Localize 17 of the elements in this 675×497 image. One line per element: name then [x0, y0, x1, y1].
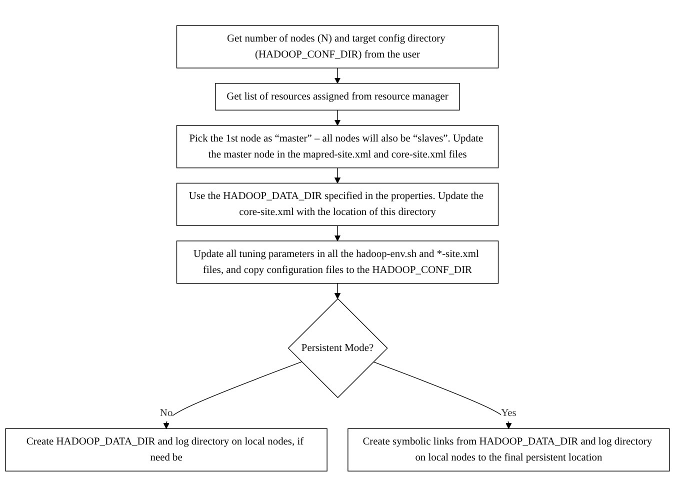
node-box: Get list of resources assigned from resource manager: [215, 83, 460, 111]
edge-label: Yes: [501, 408, 516, 419]
node-box: Update all tuning parameters in all the hadoop-env.sh and *-site.xml files, and copy configuration files to the HADOOP_CONF_DIR: [176, 240, 499, 284]
node-box: Create symbolic links from HADOOP_DATA_DIR and log directory on local nodes to the final persistent location: [348, 428, 670, 472]
arrow: [334, 110, 341, 126]
arrow: [334, 225, 341, 242]
edge-label: No: [160, 408, 173, 419]
node-box: Create HADOOP_DATA_DIR and log directory on local nodes, if need be: [5, 428, 328, 472]
node-box: Use the HADOOP_DATA_DIR specified in the properties. Update the core-site.xml with the location of this directory: [176, 183, 499, 226]
node-box: Pick the 1st node as “master” – all nodes will also be “slaves”. Update the master node in the mapred-site.xml and core-site.xml files: [176, 125, 499, 168]
arrow: [334, 168, 341, 184]
node-box: Get number of nodes (N) and target config directory (HADOOP_CONF_DIR) from the user: [176, 25, 499, 69]
arrow: [334, 68, 341, 84]
arrow: [373, 362, 512, 430]
arrow: [163, 362, 302, 430]
node-diamond: Persistent Mode?: [288, 298, 388, 398]
arrow: [334, 283, 341, 300]
